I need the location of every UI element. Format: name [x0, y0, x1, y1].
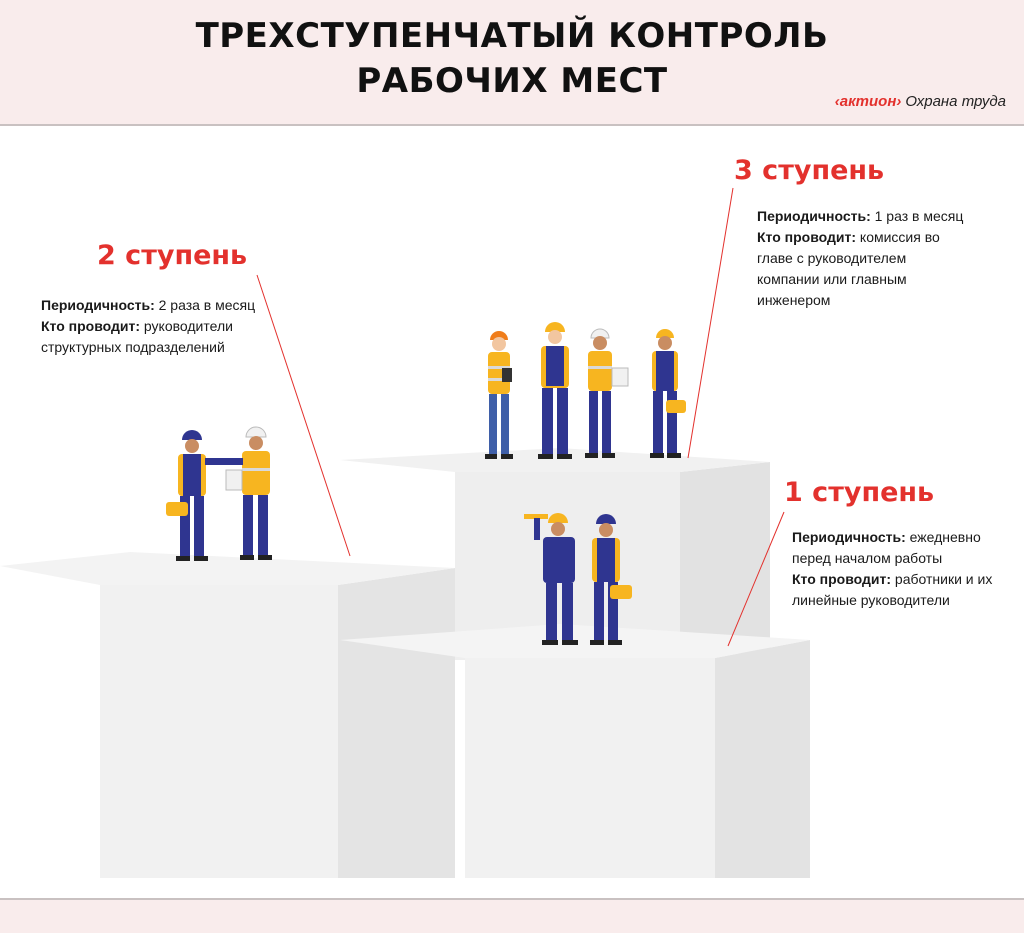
worker-icon — [524, 513, 578, 645]
leader-line-step-2 — [256, 274, 351, 557]
step-2-info: Периодичность: 2 раза в месяц Кто провод… — [41, 295, 261, 358]
step-3-info: Периодичность: 1 раз в месяц Кто проводи… — [757, 206, 967, 311]
step-2-conductor-value: руководители структурных подразделений — [41, 318, 233, 355]
step-2-frequency-value: 2 раза в месяц — [158, 297, 256, 313]
step-3-frequency-value: 1 раз в месяц — [874, 208, 964, 224]
leader-line-step-3 — [687, 187, 734, 459]
step-3-title: 3 ступень — [734, 155, 885, 186]
worker-icon — [650, 329, 686, 458]
step-1-frequency-label: Периодичность: — [792, 529, 906, 545]
worker-icon — [585, 328, 629, 458]
step-1-conductor-value: работники и их линейные руководители — [792, 571, 993, 608]
step-1-frequency-value: ежедневно перед началом работы — [792, 529, 981, 566]
worker-icon — [166, 430, 208, 561]
step-3-frequency-label: Периодичность: — [757, 208, 871, 224]
step-3-conductor-value: комиссия во главе с руководителем компан… — [757, 229, 940, 308]
brand-logo: ‹актион›Охрана труда — [835, 93, 1006, 110]
page-title-line1: ТРЕХСТУПЕНЧАТЫЙ КОНТРОЛЬ — [195, 16, 829, 56]
footer-bar — [0, 898, 1024, 933]
worker-icon — [485, 331, 513, 459]
step-1-title: 1 ступень — [784, 477, 935, 508]
step-2-title: 2 ступень — [97, 240, 248, 271]
step-1-info: Периодичность: ежедневно перед началом р… — [792, 527, 1014, 611]
worker-group-step-3 — [485, 322, 686, 459]
pedestal-step-2 — [0, 552, 455, 878]
brand-name: Охрана труда — [905, 93, 1006, 110]
worker-icon — [538, 322, 572, 459]
worker-icon — [205, 426, 272, 560]
step-2-frequency-label: Периодичность: — [41, 297, 155, 313]
leader-line-step-1 — [727, 511, 785, 647]
worker-icon — [590, 514, 632, 645]
step-3-conductor-label: Кто проводит: — [757, 229, 857, 245]
worker-group-step-1 — [524, 513, 632, 645]
header: ТРЕХСТУПЕНЧАТЫЙ КОНТРОЛЬ РАБОЧИХ МЕСТ ‹а… — [0, 0, 1024, 126]
step-2-conductor-label: Кто проводит: — [41, 318, 141, 334]
worker-group-step-2 — [166, 426, 272, 561]
page-title-line2: РАБОЧИХ МЕСТ — [356, 61, 668, 101]
brand-mark: ‹актион› — [834, 93, 902, 110]
step-1-conductor-label: Кто проводит: — [792, 571, 892, 587]
